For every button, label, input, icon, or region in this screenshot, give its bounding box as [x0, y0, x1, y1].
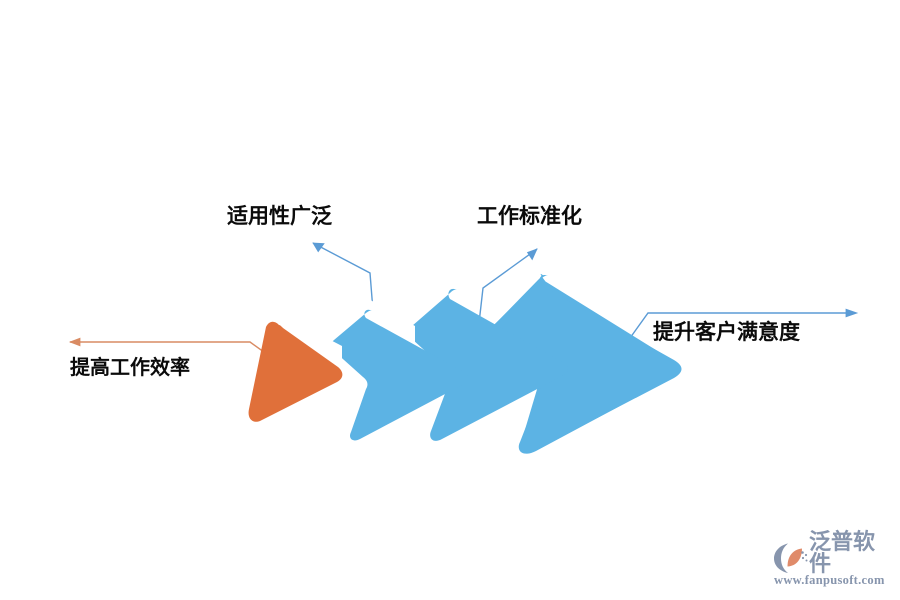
- label-satisfaction: 提升客户满意度: [653, 320, 800, 344]
- chevron-stage-4-outline: [492, 275, 682, 454]
- connector-satisfaction-arrowhead: [845, 308, 859, 318]
- brand-logo-slot: [772, 538, 806, 570]
- chevron-stage-2: [331, 309, 469, 441]
- brand-mark-row: 泛普软件: [772, 532, 892, 576]
- brand-name: 泛普软件: [808, 530, 875, 577]
- label-applicability: 适用性广泛: [227, 204, 332, 228]
- chevron-stage-1: [248, 321, 343, 422]
- connector-applicability-arrowhead: [312, 242, 325, 253]
- brand-watermark: 泛普软件 www.fanpusoft.com: [772, 532, 892, 590]
- brand-website: www.fanpusoft.com: [774, 573, 885, 587]
- label-standardization: 工作标准化: [477, 204, 582, 228]
- connector-efficiency-arrowhead: [68, 337, 81, 347]
- brand-logo-icon: [774, 543, 808, 573]
- label-efficiency: 提高工作效率: [70, 355, 190, 379]
- chevron-stage-3: [408, 288, 568, 441]
- connector-standardization-arrowhead: [526, 248, 538, 261]
